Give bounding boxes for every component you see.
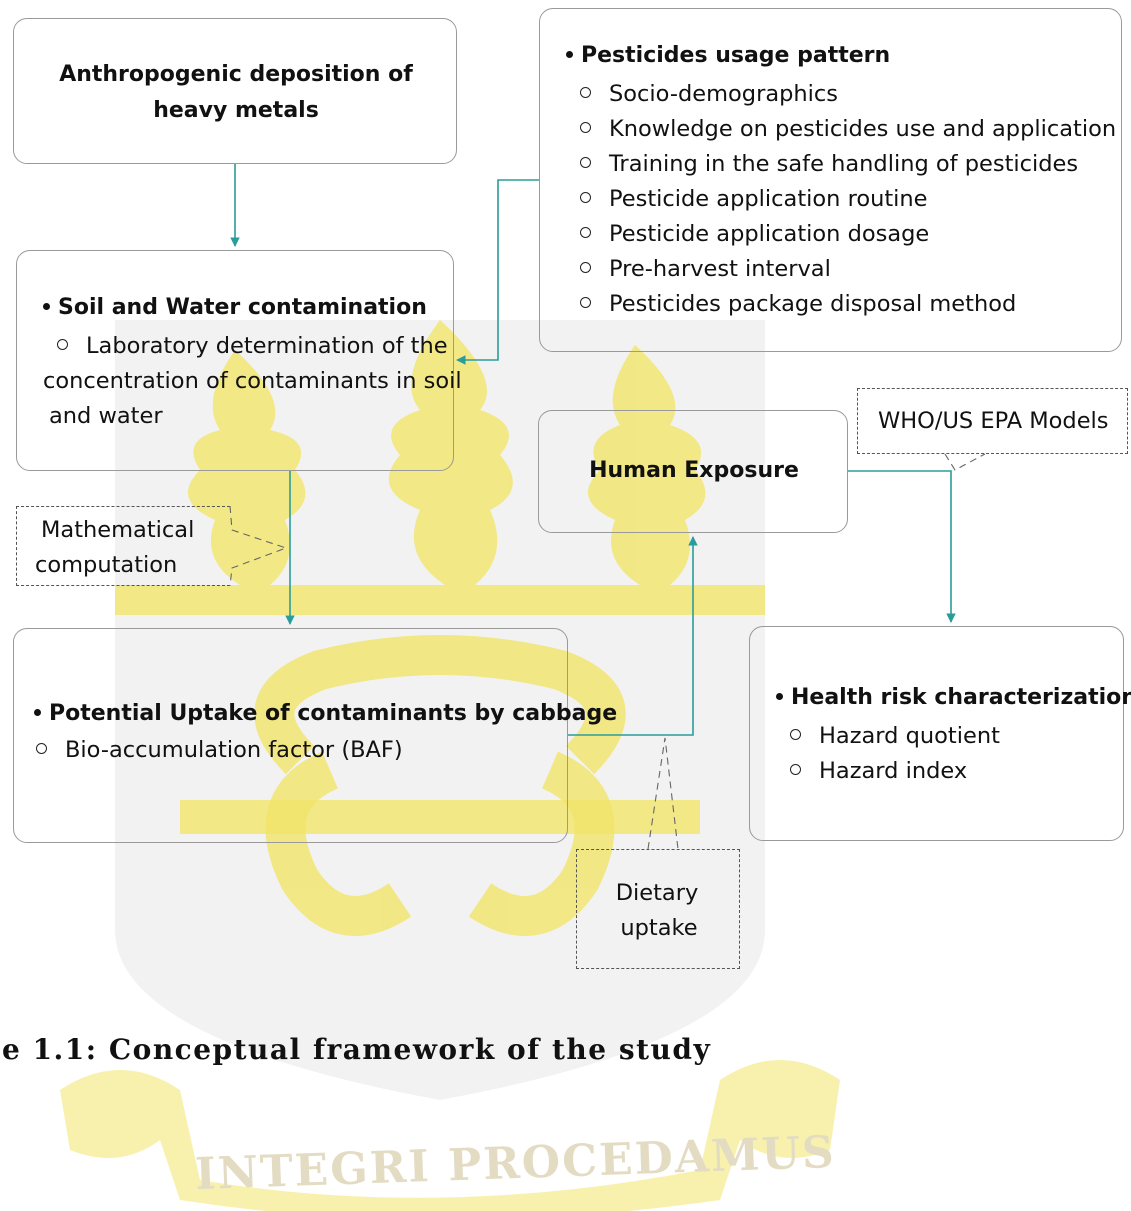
pesticides-usage-title: Pesticides usage pattern — [566, 43, 890, 68]
crest-ribbon — [60, 1060, 840, 1211]
pesticides-item-7: Pesticides package disposal method — [580, 287, 1016, 322]
math-computation-callout: Mathematical computation — [16, 506, 230, 586]
dietary-uptake-callout: Dietary uptake — [576, 849, 740, 969]
circle-bullet-icon — [57, 339, 68, 350]
dietary-uptake-line2: uptake — [620, 915, 698, 941]
soil-water-title: Soil and Water contamination — [43, 295, 427, 320]
dietary-uptake-line1: Dietary — [615, 880, 699, 906]
anthropogenic-deposition-box: Anthropogenic deposition of heavy metals — [13, 18, 457, 164]
circle-bullet-icon — [36, 743, 47, 754]
bullet-dot-icon — [566, 50, 573, 58]
crest-scroll-left — [265, 751, 412, 936]
soil-water-item-line2: concentration of contaminants in soil — [43, 368, 462, 394]
pesticides-item-3: Training in the safe handling of pestici… — [580, 147, 1078, 182]
bullet-dot-icon — [43, 302, 50, 310]
circle-bullet-icon — [580, 157, 591, 168]
circle-bullet-icon — [580, 227, 591, 238]
circle-bullet-icon — [790, 764, 801, 775]
crest-bar — [180, 800, 700, 834]
circle-bullet-icon — [580, 87, 591, 98]
potential-uptake-item-1: Bio-accumulation factor (BAF) — [36, 733, 403, 768]
potential-uptake-box: Potential Uptake of contaminants by cabb… — [13, 628, 617, 843]
potential-uptake-title: Potential Uptake of contaminants by cabb… — [34, 701, 617, 726]
health-risk-item-2: Hazard index — [790, 754, 967, 789]
who-epa-text: WHO/US EPA Models — [878, 408, 1109, 434]
human-exposure-box: Human Exposure — [538, 410, 848, 533]
soil-water-item-line1: Laboratory determination of the — [57, 329, 448, 364]
bullet-dot-icon — [34, 708, 41, 716]
crest-scroll-right — [468, 751, 615, 936]
crest-band — [115, 585, 765, 615]
pesticides-item-2: Knowledge on pesticides use and applicat… — [580, 112, 1116, 147]
math-computation-line2: computation — [35, 552, 178, 578]
anthropogenic-deposition-text: Anthropogenic deposition of heavy metals — [59, 62, 413, 123]
pesticides-item-1: Socio-demographics — [580, 77, 838, 112]
health-risk-box: Health risk characterization Hazard quot… — [749, 626, 1131, 841]
circle-bullet-icon — [580, 122, 591, 133]
circle-bullet-icon — [580, 297, 591, 308]
crest-palm-right — [588, 345, 706, 585]
human-exposure-text: Human Exposure — [589, 458, 799, 483]
math-computation-line1: Mathematical — [41, 517, 195, 543]
who-epa-callout: WHO/US EPA Models — [857, 388, 1128, 454]
circle-bullet-icon — [790, 729, 801, 740]
bullet-dot-icon — [776, 692, 783, 700]
pesticides-usage-box: Pesticides usage pattern Socio-demograph… — [539, 8, 1122, 352]
circle-bullet-icon — [580, 192, 591, 203]
circle-bullet-icon — [580, 262, 591, 273]
figure-caption: e 1.1: Conceptual framework of the study — [2, 1033, 712, 1066]
soil-water-contamination-box: Soil and Water contamination Laboratory … — [16, 250, 462, 471]
health-risk-title: Health risk characterization — [776, 685, 1131, 710]
pesticides-item-4: Pesticide application routine — [580, 182, 928, 217]
pesticides-item-6: Pre-harvest interval — [580, 252, 831, 287]
pesticides-item-5: Pesticide application dosage — [580, 217, 929, 252]
soil-water-item-line3: and water — [49, 403, 163, 429]
crest-palm-middle — [388, 320, 513, 585]
health-risk-item-1: Hazard quotient — [790, 719, 1000, 754]
